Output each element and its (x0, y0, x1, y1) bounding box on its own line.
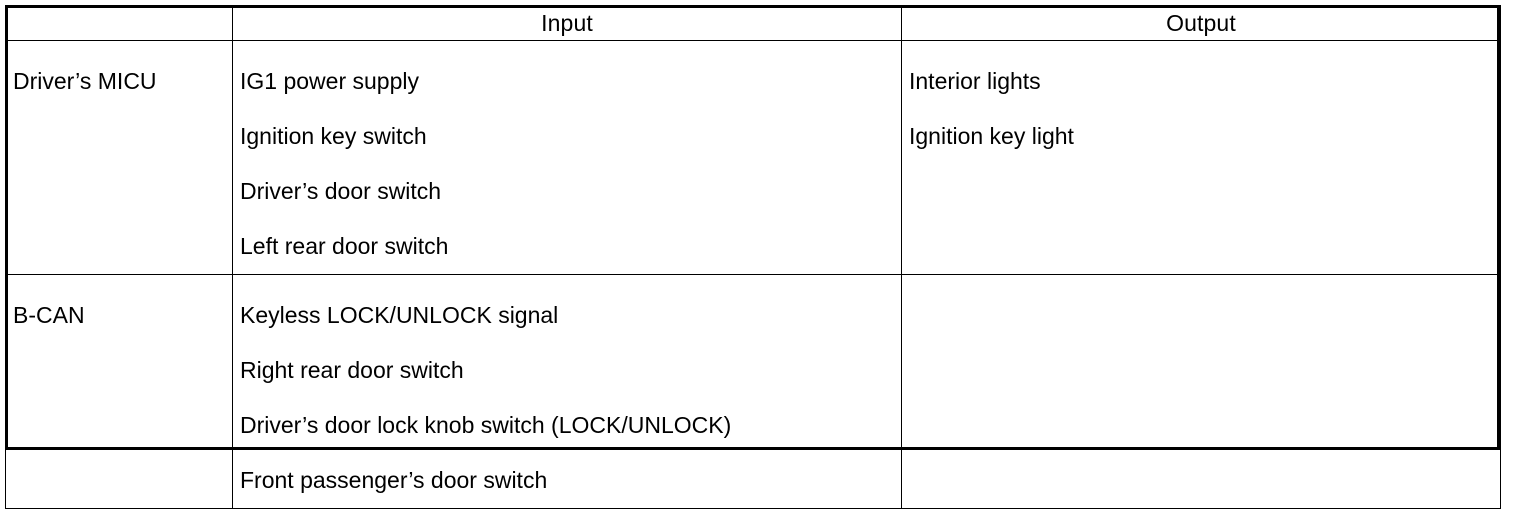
input-item: Keyless LOCK/UNLOCK signal (240, 302, 559, 328)
table-row: Driver’s MICU IG1 power supply Ignition … (5, 40, 1501, 275)
row-output-cell (901, 274, 1501, 509)
source-label: Driver’s MICU (13, 68, 157, 94)
column-header-output: Output (901, 5, 1501, 41)
input-item: Ignition key switch (240, 123, 427, 149)
input-item: IG1 power supply (240, 68, 419, 94)
input-item: Right rear door switch (240, 357, 464, 383)
row-source-cell: B-CAN (5, 274, 233, 509)
row-source-cell: Driver’s MICU (5, 40, 233, 275)
input-item: Front passenger’s door switch (240, 467, 548, 493)
input-item: Left rear door switch (240, 233, 449, 259)
input-item: Driver’s door lock knob switch (LOCK/UNL… (240, 412, 732, 438)
row-input-cell: IG1 power supply Ignition key switch Dri… (232, 40, 902, 275)
row-output-cell: Interior lights Ignition key light (901, 40, 1501, 275)
output-item: Interior lights (909, 68, 1041, 94)
input-item: Driver’s door switch (240, 178, 442, 204)
row-input-cell: Keyless LOCK/UNLOCK signal Right rear do… (232, 274, 902, 509)
column-header-source (5, 5, 233, 41)
output-item: Ignition key light (909, 123, 1074, 149)
table-body: Driver’s MICU IG1 power supply Ignition … (5, 40, 1501, 509)
input-output-table-sheet: Input Output Driver’s MICU IG1 power sup… (5, 5, 1501, 509)
table-header: Input Output (5, 5, 1501, 41)
source-label: B-CAN (13, 302, 85, 328)
header-row: Input Output (5, 5, 1501, 41)
column-header-input: Input (232, 5, 902, 41)
table-row: B-CAN Keyless LOCK/UNLOCK signal Right r… (5, 274, 1501, 509)
input-output-table: Input Output Driver’s MICU IG1 power sup… (5, 5, 1501, 509)
